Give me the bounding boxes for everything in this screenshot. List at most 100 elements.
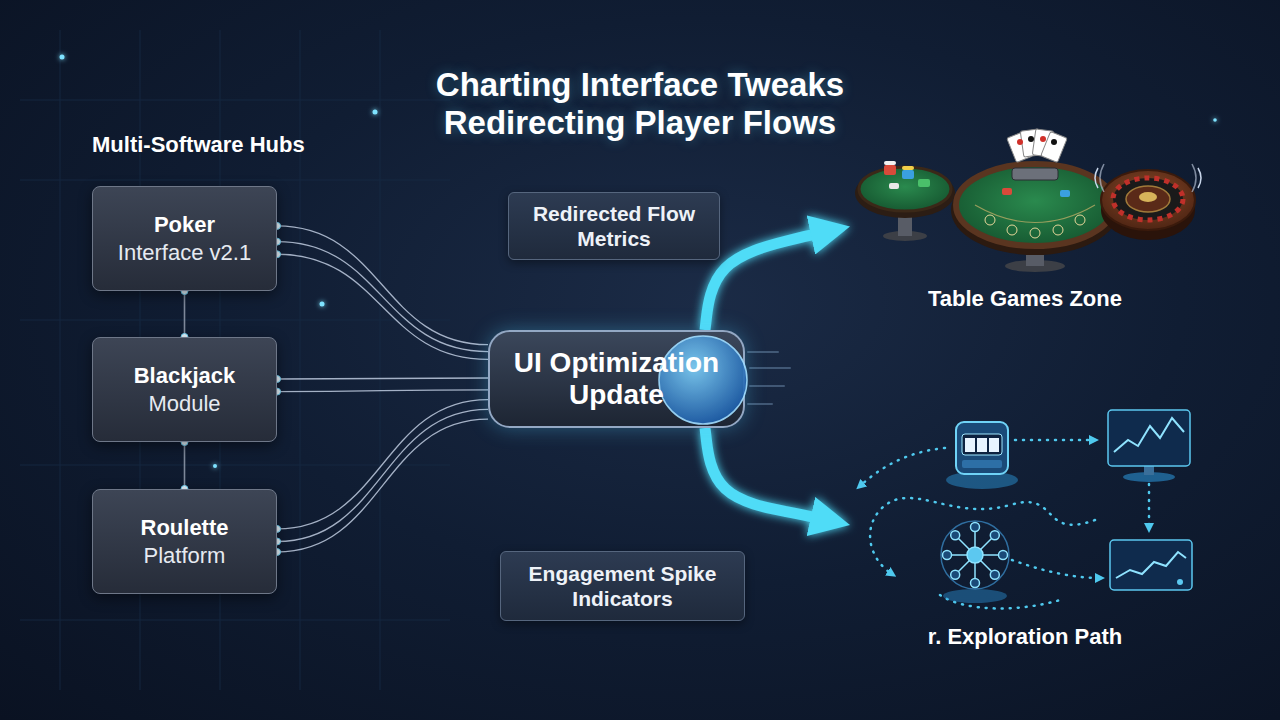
- roulette-wheel-illustration: [1100, 164, 1104, 192]
- network-icon: [941, 521, 1009, 589]
- blackjack-table-illustration: [951, 165, 1119, 255]
- background-grid: [20, 620, 450, 621]
- connector-line: [277, 419, 488, 552]
- chart-panel-icon: [1177, 579, 1183, 585]
- network-icon: [951, 531, 960, 540]
- node-heading: Blackjack: [134, 362, 236, 390]
- exploration-dotted-path: [1012, 560, 1100, 578]
- roulette-wheel-illustration: [1126, 186, 1170, 212]
- chart-panel-icon: [1116, 552, 1186, 578]
- exploration-dotted-path: [1148, 484, 1151, 528]
- node-heading: Poker: [154, 211, 215, 239]
- chart-panel-icon: [1144, 466, 1154, 475]
- background-grid: [380, 30, 381, 690]
- chart-panel-icon: [1108, 410, 1190, 466]
- blackjack-table-illustration: [1002, 188, 1012, 195]
- connector-line: [277, 400, 488, 529]
- network-icon: [967, 547, 983, 563]
- flow-arrow: [705, 428, 825, 519]
- slot-machine-icon: [962, 460, 1002, 468]
- network-icon: [943, 551, 952, 560]
- slot-machine-icon: [989, 438, 999, 452]
- background-grid: [20, 30, 450, 690]
- blackjack-table-illustration: [956, 164, 1114, 246]
- blackjack-table-illustration: [985, 215, 995, 225]
- background-grid: [20, 320, 450, 321]
- roulette-wheel-illustration: [1101, 170, 1195, 230]
- connector-line: [277, 377, 488, 379]
- network-icon: [951, 570, 960, 579]
- background-grid: [20, 180, 450, 181]
- speed-lines: [748, 352, 790, 404]
- blackjack-table-illustration: [1060, 190, 1070, 197]
- network-icon: [971, 523, 980, 532]
- speed-lines: [750, 385, 784, 387]
- background-grid: [60, 30, 61, 690]
- node-heading: Redirected Flow Metrics: [509, 201, 719, 251]
- exploration-dotted-path: [1015, 439, 1094, 442]
- background-grid: [300, 30, 301, 690]
- background-grid: [20, 465, 450, 466]
- update-box: UI Optimization Update: [488, 330, 745, 428]
- diagram-title: Charting Interface Tweaks Redirecting Pl…: [390, 66, 890, 142]
- chart-panel-icon: [1108, 410, 1190, 482]
- node-heading: Engagement Spike Indicators: [501, 561, 744, 611]
- poker-table-illustration: [855, 168, 955, 218]
- speed-lines: [748, 351, 778, 353]
- zone-area: r. Exploration Path: [850, 400, 1200, 650]
- sparkle-dot: [60, 55, 65, 60]
- flow-arrow: [705, 232, 825, 330]
- speed-lines: [748, 403, 772, 405]
- blackjack-table-illustration: [1028, 136, 1034, 142]
- roulette-wheel-illustration: [1198, 168, 1201, 188]
- zone-area: Table Games Zone: [850, 150, 1200, 320]
- software-hub-box: BlackjackModule: [92, 337, 277, 442]
- connector-line: [277, 409, 488, 541]
- connector-line: [277, 226, 488, 345]
- node-heading: UI Optimization Update: [490, 347, 743, 411]
- poker-table-illustration: [884, 165, 896, 175]
- network-icon: [943, 589, 1007, 603]
- poker-table-illustration: [902, 166, 914, 170]
- chart-panel-icon: [1114, 418, 1184, 452]
- poker-table-illustration: [884, 161, 896, 165]
- sparkle-dot: [320, 302, 325, 307]
- chart-panel-icon: [1110, 540, 1192, 590]
- slot-machine-icon: [962, 434, 1002, 455]
- poker-table-illustration: [902, 170, 914, 179]
- blackjack-table-illustration: [975, 205, 1095, 223]
- blackjack-table-illustration: [1040, 136, 1046, 142]
- sparkle-dot: [1213, 118, 1217, 122]
- metric-box: Redirected Flow Metrics: [508, 192, 720, 260]
- software-hub-box: RoulettePlatform: [92, 489, 277, 594]
- node-heading: r. Exploration Path: [928, 624, 1122, 650]
- blackjack-table-illustration: [1053, 225, 1063, 235]
- node-body: Module: [148, 390, 220, 418]
- blackjack-table-illustration: [1075, 215, 1085, 225]
- blackjack-table-illustration: [1030, 228, 1040, 238]
- blackjack-table-illustration: [951, 129, 1119, 272]
- background-grid: [20, 100, 450, 101]
- blackjack-table-illustration: [1017, 139, 1023, 145]
- glow-orb: [659, 336, 747, 424]
- sparkle-dot: [213, 464, 217, 468]
- blackjack-table-illustration: [1041, 132, 1067, 163]
- roulette-wheel-illustration: [1095, 168, 1098, 188]
- poker-table-illustration: [855, 161, 955, 241]
- chart-panel-icon: [1110, 540, 1192, 590]
- node-heading: Table Games Zone: [928, 286, 1122, 312]
- connector-line: [184, 291, 186, 337]
- poker-table-illustration: [918, 179, 930, 187]
- network-icon: [941, 521, 1009, 603]
- slot-machine-icon: [965, 438, 975, 452]
- slot-machine-icon: [956, 422, 1008, 474]
- roulette-wheel-illustration: [1113, 178, 1183, 220]
- roulette-wheel-illustration: [1192, 164, 1196, 192]
- blackjack-table-illustration: [1012, 168, 1058, 180]
- connector-line: [184, 442, 186, 489]
- poker-table-illustration: [889, 183, 899, 189]
- network-icon: [990, 531, 999, 540]
- poker-table-illustration: [859, 167, 951, 211]
- roulette-wheel-illustration: [1095, 164, 1201, 240]
- metric-box: Engagement Spike Indicators: [500, 551, 745, 621]
